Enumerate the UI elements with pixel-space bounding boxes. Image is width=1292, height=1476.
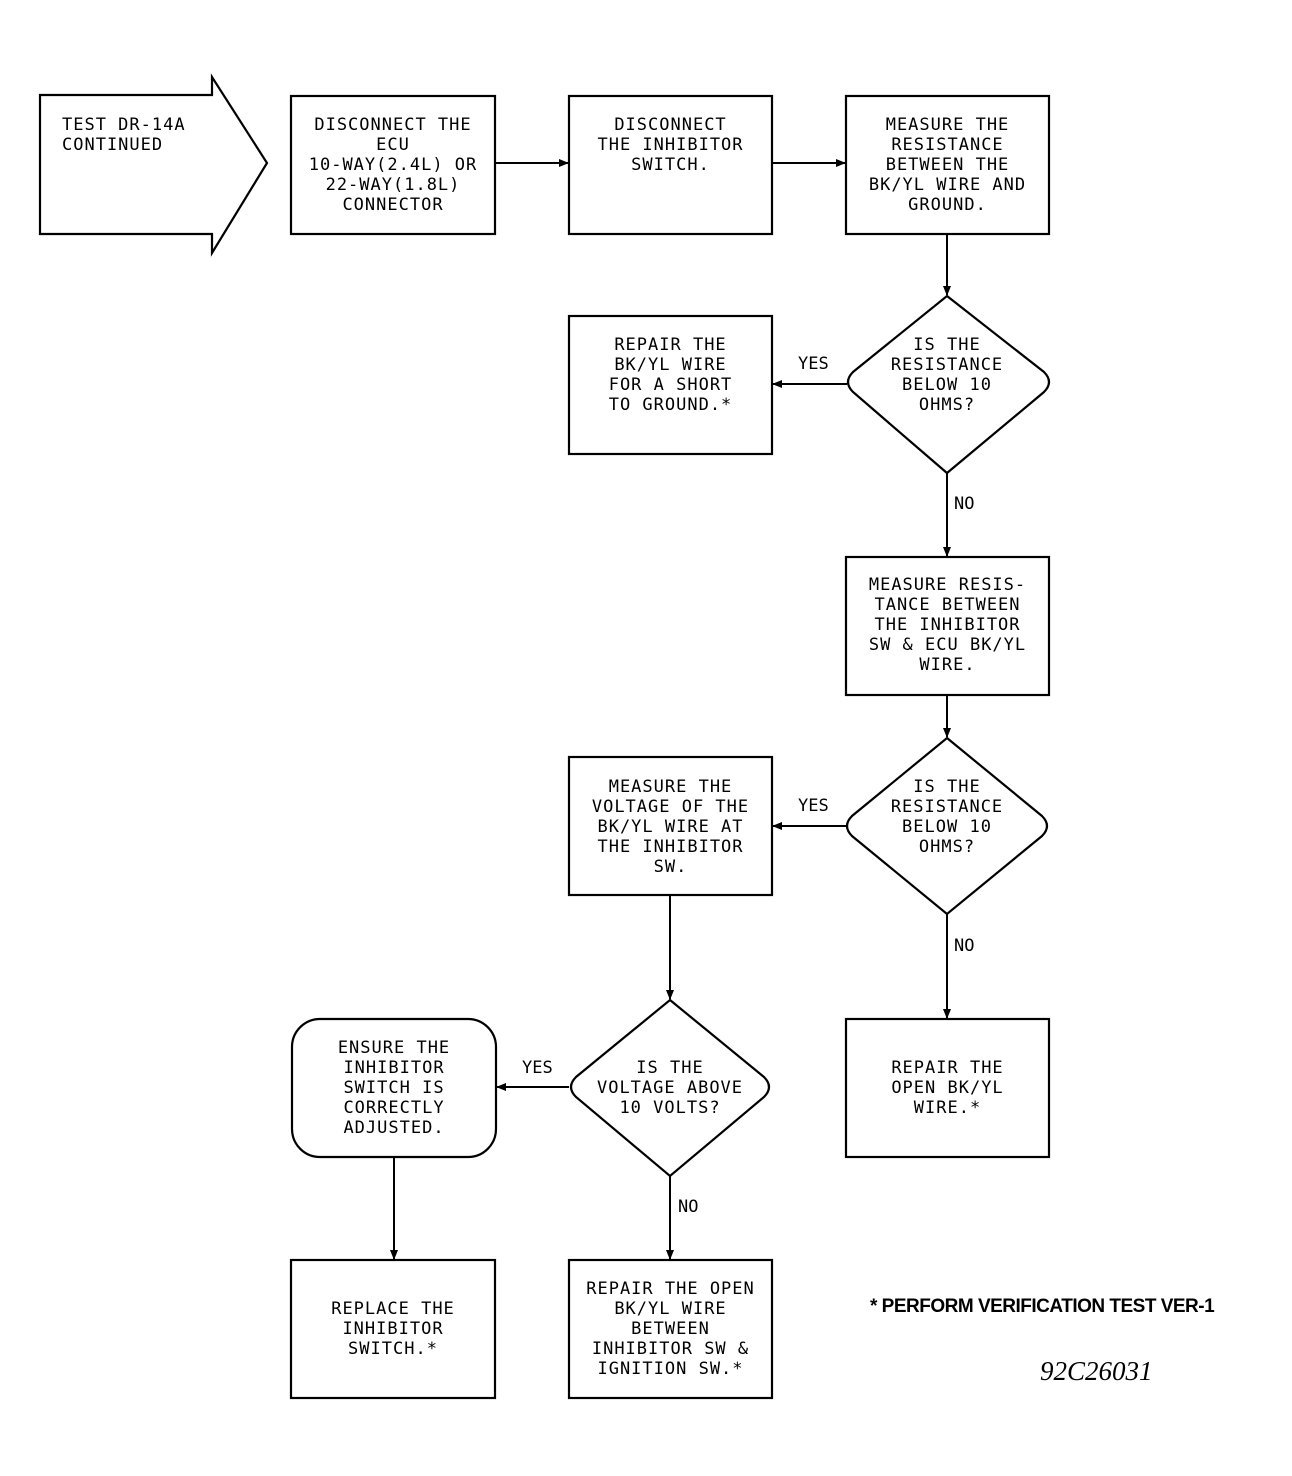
ensure-adjusted-label: ENSURE THE INHIBITOR SWITCH IS CORRECTLY… [337, 1038, 451, 1138]
measure-resistance-2-box [844, 555, 1051, 697]
no-label-3: NO [678, 1197, 699, 1217]
yes-label-3: YES [522, 1058, 553, 1078]
no-label-1: NO [954, 494, 975, 514]
repair-short-label: REPAIR THE BK/YL WIRE FOR A SHORT TO GRO… [608, 335, 733, 415]
no-label-2: NO [954, 936, 975, 956]
measure-ground-box [844, 94, 1051, 236]
measure-ground-label: MEASURE THE RESISTANCE BETWEEN THE BK/YL… [868, 115, 1027, 215]
decision-3-label: IS THE VOLTAGE ABOVE 10 VOLTS? [596, 1058, 744, 1118]
repair-open-box [844, 1017, 1051, 1159]
measure-voltage-label: MEASURE THE VOLTAGE OF THE BK/YL WIRE AT… [591, 777, 750, 877]
figure-id: 92C26031 [1040, 1356, 1153, 1386]
replace-switch-box [289, 1258, 497, 1400]
disconnect-ecu-label: DISCONNECT THE ECU 10-WAY(2.4L) OR 22-WA… [308, 115, 478, 215]
yes-label-1: YES [798, 354, 829, 374]
yes-label-2: YES [798, 796, 829, 816]
start-arrow-shape [38, 73, 269, 257]
repair-open-ignition-box [567, 1258, 774, 1400]
replace-switch-label: REPLACE THE INHIBITOR SWITCH.* [331, 1299, 455, 1359]
disconnect-ecu-box [289, 94, 497, 236]
disconnect-inhibitor-box [567, 94, 774, 236]
decision-2-label: IS THE RESISTANCE BELOW 10 OHMS? [890, 777, 1004, 857]
repair-open-ignition-label: REPAIR THE OPEN BK/YL WIRE BETWEEN INHIB… [586, 1279, 755, 1379]
decision-1-label: IS THE RESISTANCE BELOW 10 OHMS? [890, 335, 1004, 415]
verification-footnote: * PERFORM VERIFICATION TEST VER-1 [870, 1296, 1215, 1317]
disconnect-inhibitor-label: DISCONNECT THE INHIBITOR SWITCH. [597, 115, 744, 175]
start-label: TEST DR-14A CONTINUED [62, 115, 186, 155]
repair-short-box [567, 314, 774, 456]
repair-open-label: REPAIR THE OPEN BK/YL WIRE.* [891, 1058, 1004, 1118]
measure-resistance-2-label: MEASURE RESIS- TANCE BETWEEN THE INHIBIT… [868, 575, 1027, 675]
